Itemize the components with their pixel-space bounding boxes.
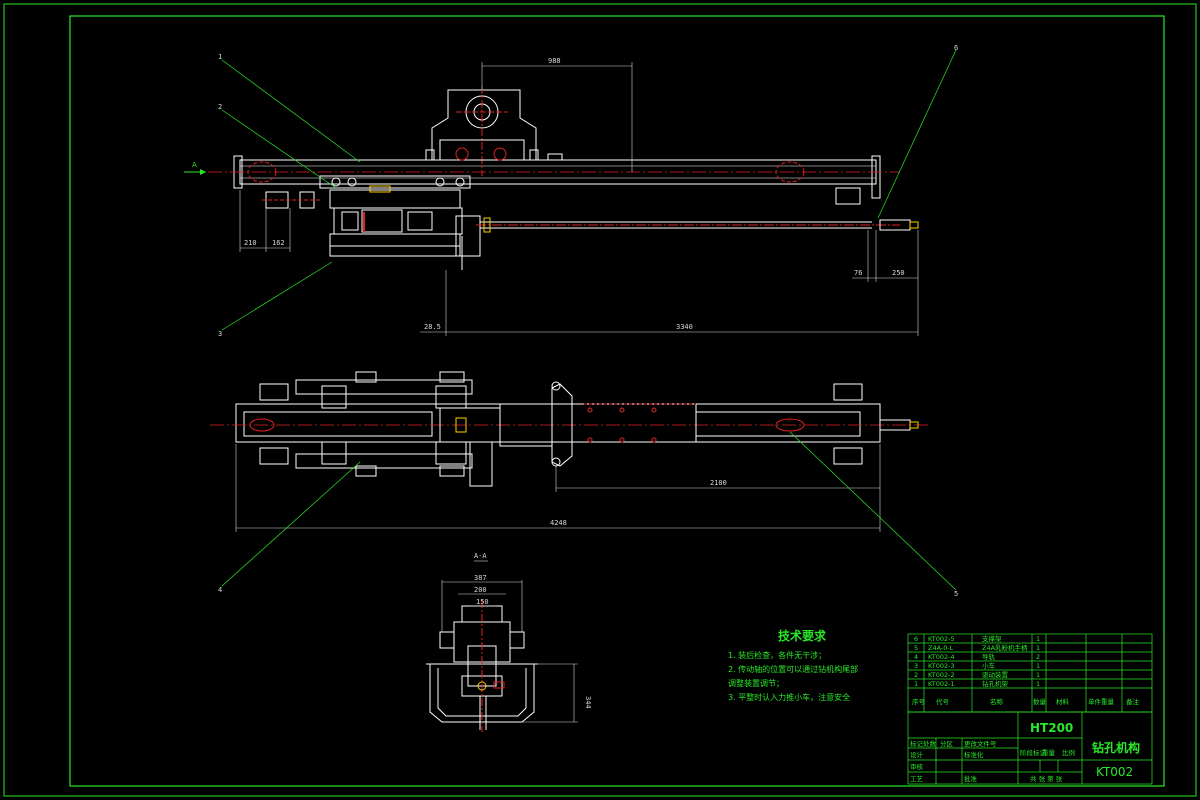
parts-row-qty: 1: [1036, 635, 1040, 643]
section-dimensions: [441, 580, 578, 723]
label-approve: 批准: [964, 774, 978, 783]
section-label: A-A: [474, 552, 487, 560]
balloon-5: 5: [954, 590, 958, 598]
dim-front-left-a: 210: [244, 239, 257, 247]
header-material: 材料: [1056, 697, 1070, 706]
outer-frame: [3, 3, 1197, 797]
parts-row-code: Z4A-0-L: [928, 644, 954, 652]
notes-title: 技术要求: [778, 628, 827, 643]
drawing-name: 钻孔机构: [1092, 740, 1140, 755]
dim-plan-overall: 4248: [550, 519, 567, 527]
balloon-6: 6: [954, 44, 958, 52]
parts-row-name: 驱动装置: [982, 670, 1009, 679]
material-label: HT200: [1030, 721, 1073, 735]
dim-front-right-b: 250: [892, 269, 905, 277]
parts-row-code: KT002-3: [928, 662, 955, 670]
dim-front-offset: 28.5: [424, 323, 441, 331]
plan-view-dimensions: [235, 444, 881, 532]
parts-row-no: 5: [914, 644, 918, 652]
leader-lines: [221, 49, 957, 591]
front-view: [208, 86, 919, 270]
note-1: 1. 装后检查，各件无干涉；: [728, 650, 826, 660]
parts-row-name: 支撑架: [982, 634, 1002, 643]
header-no: 序号: [912, 697, 926, 706]
label-stage: 阶段标记: [1020, 748, 1047, 757]
balloon-3: 3: [218, 330, 222, 338]
parts-row-qty: 1: [1036, 662, 1040, 670]
label-standard: 标准化: [964, 750, 984, 759]
label-craft: 工艺: [910, 775, 924, 783]
title-block-grid: [907, 711, 1153, 785]
label-design: 设计: [910, 750, 924, 759]
label-ratio: 比例: [1062, 748, 1075, 757]
parts-row-no: 4: [914, 653, 918, 661]
parts-row-qty: 1: [1036, 671, 1040, 679]
label-review: 审核: [910, 762, 924, 771]
front-view-dimensions: [239, 62, 919, 336]
label-change-file: 更改文件号: [964, 739, 997, 748]
dim-front-top: 988: [548, 57, 561, 65]
label-divide: 分区: [940, 739, 954, 748]
dim-plan-span: 2100: [710, 479, 727, 487]
parts-list: 6 KT002-5 支撑架 1 5 Z4A-0-L Z4A乳粉机手柄 1 4 KT002-4 导轨 2…: [914, 634, 1040, 688]
dim-section-height: 344: [584, 696, 592, 709]
header-qty: 数量: [1033, 697, 1047, 706]
support-yoke: [431, 89, 537, 160]
section-view: [426, 600, 538, 732]
header-name: 名称: [990, 697, 1004, 706]
dim-section-slot: 150: [476, 598, 489, 606]
parts-row-code: KT002-4: [928, 653, 955, 661]
plan-view: [210, 371, 930, 487]
note-4: 3. 平整时认入力推小车，注意安全: [728, 692, 850, 702]
parts-row-no: 6: [914, 635, 918, 643]
parts-row-no: 2: [914, 671, 918, 679]
parts-row-no: 3: [914, 662, 918, 670]
dim-front-right-a: 76: [854, 269, 862, 277]
parts-row-qty: 2: [1036, 653, 1040, 661]
parts-row-code: KT002-2: [928, 671, 955, 679]
parts-row-no: 1: [914, 680, 918, 688]
header-code: 代号: [936, 697, 950, 706]
parts-row-qty: 1: [1036, 680, 1040, 688]
parts-row-qty: 1: [1036, 644, 1040, 652]
inner-frame: [69, 15, 1165, 787]
header-weight: 单件重量: [1088, 697, 1115, 706]
label-mark: 标记处数: [910, 739, 937, 748]
parts-row-name: 导轨: [982, 652, 996, 661]
parts-row-name: 钻孔机架: [982, 679, 1009, 688]
dim-section-inner: 200: [474, 586, 487, 594]
dim-front-left-b: 162: [272, 239, 285, 247]
parts-row-code: KT002-1: [928, 680, 955, 688]
balloon-4: 4: [218, 586, 222, 594]
label-weight: 重量: [1042, 749, 1056, 757]
parts-row-name: Z4A乳粉机手柄: [982, 643, 1028, 652]
note-3: 调整装置调节；: [728, 678, 784, 688]
parts-row-code: KT002-5: [928, 635, 955, 643]
drawing-number: KT002: [1096, 765, 1133, 779]
dim-front-overall: 3340: [676, 323, 693, 331]
label-sheets: 共 张 第 张: [1030, 774, 1063, 783]
balloon-2: 2: [218, 103, 222, 111]
balloon-1: 1: [218, 53, 222, 61]
note-2: 2. 传动轴的位置可以通过钻机构尾部: [728, 664, 858, 674]
view-a-label: A: [192, 161, 197, 169]
parts-row-name: 小车: [982, 661, 996, 670]
header-remark: 备注: [1126, 697, 1140, 706]
dim-section-width: 387: [474, 574, 487, 582]
